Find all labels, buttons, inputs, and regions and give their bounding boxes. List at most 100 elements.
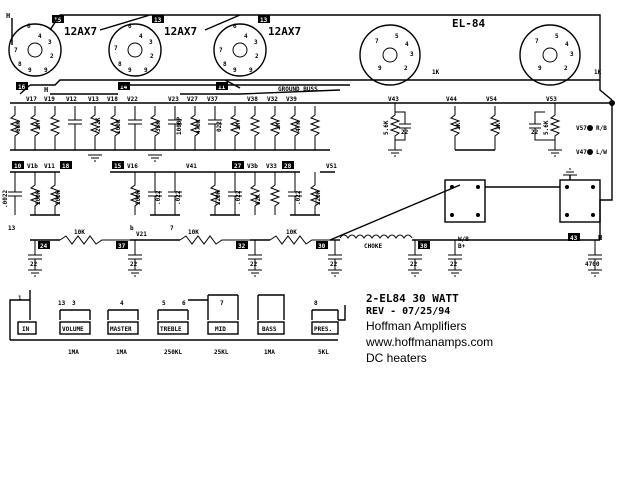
treble-pot[interactable]: TREBLE [160, 326, 182, 333]
p2-pin-label: 9 [538, 65, 542, 72]
v57-wire: R/B [596, 125, 607, 132]
v1-pin-label: 4 [38, 33, 42, 40]
v2-pin-label: 4 [139, 33, 143, 40]
p1-res-label: 1K [432, 69, 440, 76]
resistor-value: 1M [35, 122, 42, 130]
resistor-value: 1M [235, 122, 242, 130]
v43-res: 5.6K [383, 120, 390, 135]
tube-pin-labels: 6 4 3 7 2 8 9 9 6 4 3 7 2 8 9 9 6 4 3 7 … [14, 23, 602, 76]
bottom-cap: .022 [295, 190, 302, 205]
heater-note: DC heaters [366, 351, 427, 365]
p1-pin-label: 2 [404, 65, 408, 72]
pot-value: 1MA [68, 349, 79, 356]
top-tag: V43 [388, 96, 399, 103]
bottom-res: 82K [255, 194, 262, 205]
bottom-row-caps: .0022 .022 .022 .022 .022 [2, 172, 302, 215]
bass-pot[interactable]: BASS [262, 326, 277, 333]
filter-cap: 22 [410, 261, 418, 268]
tube-v2-socket: 12AX7 [108, 23, 197, 77]
v2-pin-label: 8 [118, 61, 122, 68]
power-tube-label: EL-84 [452, 17, 485, 30]
bottom-res: 220K [315, 190, 322, 205]
p2-pin-label: 3 [570, 51, 574, 58]
bottom-tag: V41 [186, 163, 197, 170]
bottom-tag: V1b [27, 163, 38, 170]
filter-cap: 22 [30, 261, 38, 268]
filter-cap: 22 [130, 261, 138, 268]
resistor-value: 1K [495, 122, 502, 130]
v53-cathode-network: 5.6K 22 [529, 103, 562, 157]
bottom-tag-box: 28 [284, 163, 292, 170]
master-pot[interactable]: MASTER [110, 326, 132, 333]
v3-pin-label: 7 [219, 47, 223, 54]
cap-value: 022 [216, 121, 223, 132]
v3-pin-label: 3 [254, 39, 258, 46]
input-jack[interactable]: IN [22, 326, 30, 333]
pot-value: 5KL [318, 349, 329, 356]
v53-res: 5.6K [543, 120, 550, 135]
tube-v1-label: 12AX7 [64, 25, 97, 38]
presence-pot[interactable]: PRES. [314, 326, 332, 333]
pot-pin: 7 [220, 300, 224, 307]
heater-label: H [44, 86, 48, 94]
p2-pin-label: 4 [565, 41, 569, 48]
rail-tag: 43 [570, 235, 578, 242]
pot-pin: 4 [120, 300, 124, 307]
p1-pin-label: 7 [375, 38, 379, 45]
rail-tag: 38 [420, 243, 428, 250]
v57-label: V57 [576, 125, 587, 132]
filter-cap: 22 [450, 261, 458, 268]
p2-pin-label: 5 [555, 33, 559, 40]
pot-value: 1MA [264, 349, 275, 356]
transformer-blocks [444, 103, 613, 240]
pin-label: b [130, 225, 134, 232]
tube-v2-label: 12AX7 [164, 25, 197, 38]
pot-value: 25KL [214, 349, 229, 356]
pot-pin: 8 [314, 300, 318, 307]
top-tag: V44 [446, 96, 457, 103]
volume-pot[interactable]: VOLUME [62, 326, 84, 333]
v2-pin-label: 2 [150, 53, 154, 60]
v2-pin-label: 3 [149, 39, 153, 46]
pot-pin: 3 [72, 300, 76, 307]
tag-v2-bottom: 14 [120, 84, 128, 91]
pot-pin: 5 [162, 300, 166, 307]
wb-label: W/B [458, 236, 469, 243]
ground-buss-label: GROUND BUSS [278, 86, 318, 93]
resistor-value: 33K [155, 121, 162, 132]
resistor-value: 1K [455, 122, 462, 130]
tag-v2-top: 13 [154, 17, 162, 24]
tube-v3-socket: 12AX7 [213, 23, 301, 77]
v1-pin-label: 7 [14, 47, 18, 54]
bottom-tag-box: 15 [114, 163, 122, 170]
bottom-cap: .022 [155, 190, 162, 205]
top-tag: V12 [66, 96, 77, 103]
rail-res: 10K [286, 229, 297, 236]
p1-pin-label: 3 [410, 51, 414, 58]
top-tag: V19 [44, 96, 55, 103]
company-url: www.hoffmanamps.com [366, 335, 494, 349]
amp-model-title: 2-EL84 30 WATT [366, 292, 459, 305]
top-tag: V27 [187, 96, 198, 103]
bottom-tag-box: 27 [234, 163, 242, 170]
p1-pin-label: 5 [395, 33, 399, 40]
bottom-tag: V51 [326, 163, 337, 170]
choke-label: CHOKE [364, 243, 382, 250]
v1-pin-label: 9 [28, 67, 32, 74]
pot-pin: 6 [182, 300, 186, 307]
bottom-tag-box: 18 [62, 163, 70, 170]
input-pin: 1 [18, 295, 22, 302]
tag-v3-bottom: 11 [218, 84, 226, 91]
pot-pin: 13 [58, 300, 66, 307]
v3-pin-label: 8 [223, 61, 227, 68]
top-tag: V13 [88, 96, 99, 103]
v3-pin-label: 2 [255, 53, 259, 60]
bottom-tag-box: 10 [14, 163, 22, 170]
bottom-row-tags: 10 V1b V11 18 15 V16 V41 27 V3b V33 28 V… [12, 161, 337, 170]
controls-section: 1 IN VOLUME 13 3 MASTER 4 TREBLE 5 6 MID… [9, 290, 346, 356]
rail-tag: V21 [136, 231, 147, 238]
bottom-row-resistors: 100K 100K 100K 220K 82K 220K [29, 172, 322, 215]
top-tag: V18 [107, 96, 118, 103]
mid-pot[interactable]: MID [215, 326, 226, 333]
